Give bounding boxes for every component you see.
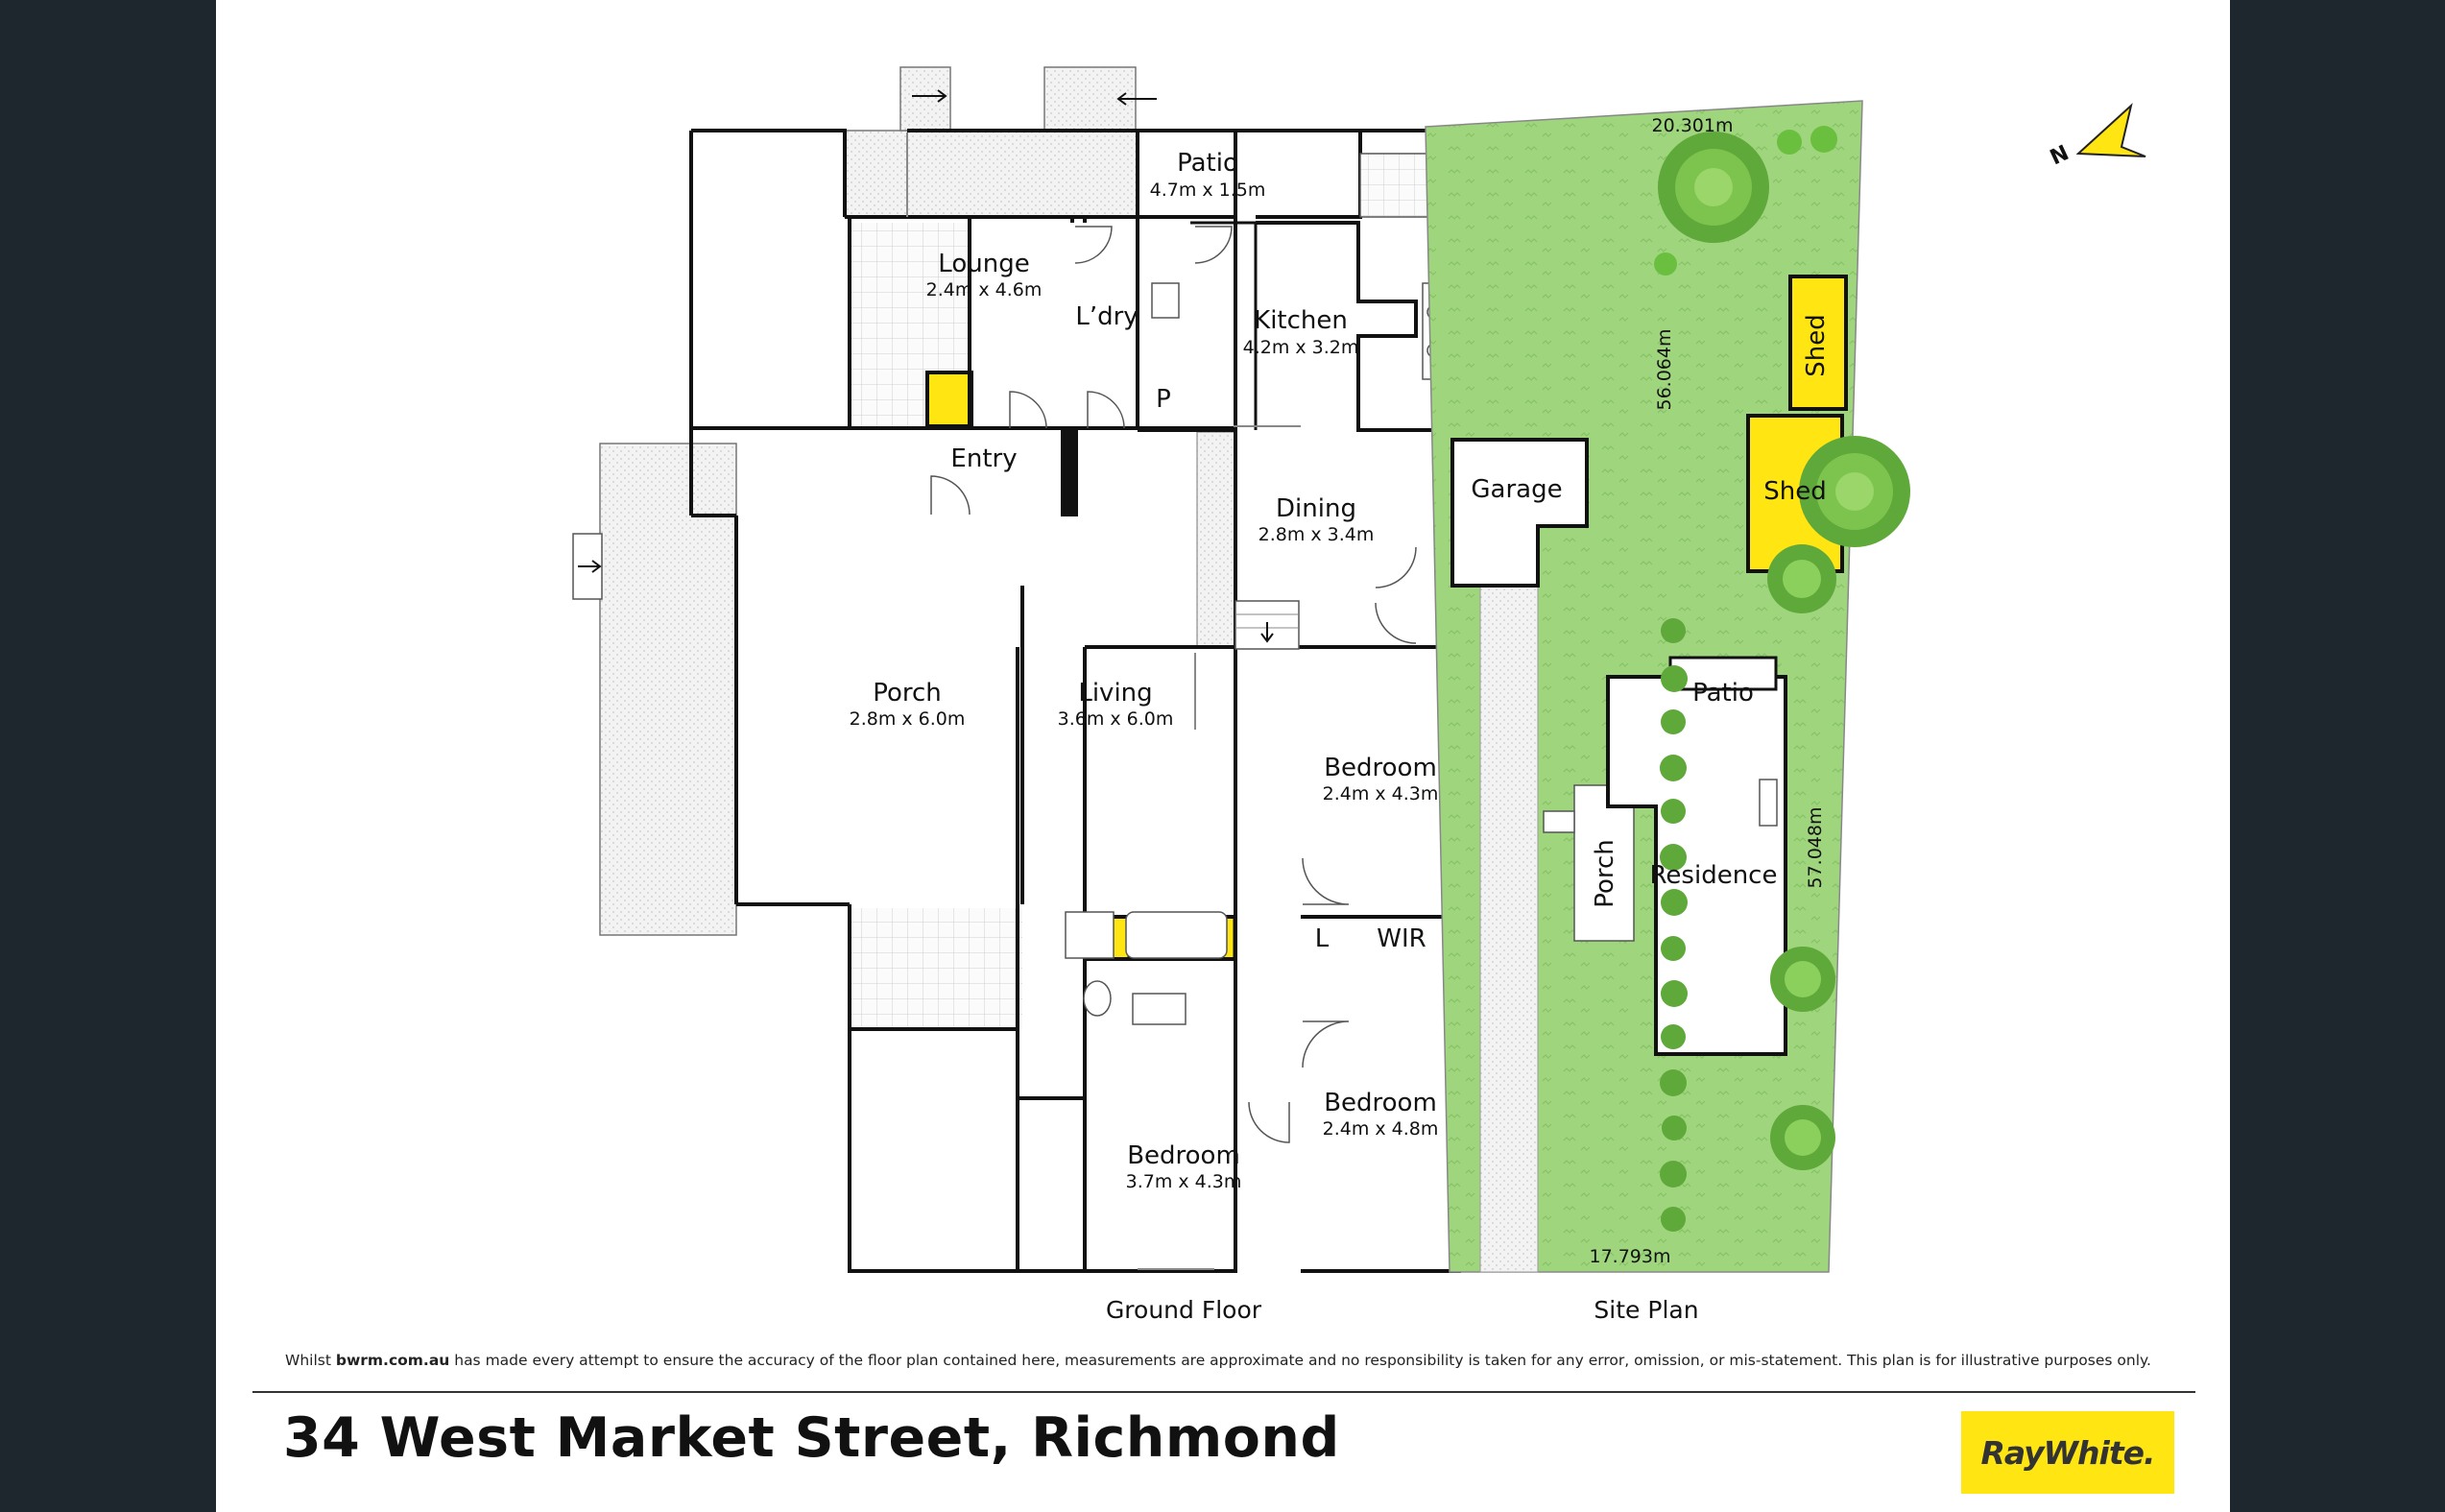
room-label-lounge: Lounge — [938, 250, 1029, 278]
wall-stub — [1061, 430, 1078, 516]
patio-arrow-icon — [912, 89, 947, 103]
site-label-shed: Shed — [1763, 477, 1826, 506]
shower — [1065, 911, 1115, 959]
step-arrow-icon — [1260, 622, 1274, 643]
tree-medium — [1770, 1105, 1835, 1170]
room-dims-patio: 4.7m x 1.5m — [1150, 180, 1266, 201]
compass-icon: N — [2047, 103, 2146, 170]
dining-side-path — [1196, 431, 1236, 648]
kitchen-wall — [1190, 221, 1258, 430]
room-label-bedroom: Bedroom — [1127, 1141, 1240, 1170]
disclaimer-website: bwrm.com.au — [335, 1352, 450, 1369]
room-dims-porch: 2.8m x 6.0m — [850, 708, 966, 730]
disclaimer-text: Whilst — [285, 1352, 336, 1369]
hedge-row — [1660, 618, 1688, 1232]
ground-floor-caption: Ground Floor — [1106, 1296, 1262, 1324]
tree-large — [1658, 132, 1769, 243]
site-dim-left: 56.064m — [1654, 329, 1675, 411]
site-porch-step — [1543, 810, 1575, 833]
room-dims-bedroom: 3.7m x 4.3m — [1126, 1171, 1242, 1192]
site-plan: Garage Shed Shed Patio Porch Residence 2… — [1425, 100, 2146, 1324]
room-label-wir: WIR — [1377, 924, 1426, 953]
garage — [1450, 438, 1589, 588]
bedroom-divider — [1016, 1055, 1087, 1271]
site-label-residence: Residence — [1650, 861, 1778, 890]
tree-large — [1799, 436, 1910, 547]
room-dims-bedroom: 2.4m x 4.3m — [1323, 783, 1439, 804]
room-dims-dining: 2.8m x 3.4m — [1258, 524, 1375, 545]
bedroom-east-walls — [1301, 647, 1461, 1273]
site-plan-caption: Site Plan — [1594, 1296, 1698, 1324]
pantry — [925, 371, 973, 428]
service-walls — [848, 129, 1237, 428]
site-step — [1759, 779, 1778, 827]
residence — [1606, 675, 1787, 1056]
floor-plan-drawing: Patio 4.7m x 1.5m Lounge 2.4m x 4.6m L’d… — [572, 66, 2146, 1324]
brand-logo-text: RayWhite. — [1980, 1433, 2155, 1472]
fixtures — [1065, 153, 1457, 1025]
tree-small — [1810, 126, 1837, 153]
site-dim-bottom: 17.793m — [1590, 1246, 1671, 1267]
room-label-laundry: L’dry — [1075, 302, 1138, 331]
toilet — [1083, 980, 1112, 1017]
misc-walls-2 — [850, 217, 1235, 1273]
site-label-patio: Patio — [1692, 679, 1754, 708]
property-address: 34 West Market Street, Richmond — [283, 1406, 1340, 1470]
disclaimer: Whilst bwrm.com.au has made every attemp… — [285, 1352, 2167, 1369]
room-dims-kitchen: 4.2m x 3.2m — [1243, 337, 1359, 358]
site-porch — [1573, 784, 1635, 942]
entry-walls — [689, 428, 738, 904]
site-label-shed: Shed — [1802, 314, 1831, 376]
living-walls — [736, 215, 1237, 1029]
floor-plan-sheet: Patio 4.7m x 1.5m Lounge 2.4m x 4.6m L’d… — [216, 0, 2230, 1512]
porch-arrow-icon — [578, 560, 602, 573]
room-label-bedroom: Bedroom — [1324, 1089, 1437, 1117]
vanity — [1132, 993, 1187, 1025]
ground-floor-plan: Patio 4.7m x 1.5m Lounge 2.4m x 4.6m L’d… — [572, 66, 1483, 1324]
room-label-porch: Porch — [873, 679, 942, 708]
misc-walls — [1070, 217, 1235, 432]
door-swings — [930, 226, 1417, 1143]
room-label-entry: Entry — [950, 444, 1017, 473]
site-label-porch: Porch — [1591, 839, 1619, 908]
room-label-living: Living — [1078, 679, 1152, 708]
upper-walls — [689, 129, 1237, 647]
patio-area — [844, 130, 1139, 218]
room-label-pantry: P — [1156, 385, 1171, 414]
shed-small — [1788, 275, 1848, 411]
room-label-linen: L — [1315, 924, 1330, 953]
tree-small — [1654, 252, 1677, 276]
site-dim-right: 57.048m — [1805, 807, 1826, 889]
tree-medium — [1767, 544, 1836, 613]
compass-north-label: N — [2047, 141, 2073, 170]
driveway — [1479, 585, 1539, 1273]
room-dims-lounge: 2.4m x 4.6m — [926, 279, 1043, 300]
room-dims-living: 3.6m x 6.0m — [1058, 708, 1174, 730]
patio-arrow-icon — [1116, 92, 1157, 106]
room-label-dining: Dining — [1276, 494, 1356, 523]
site-dim-top: 20.301m — [1652, 115, 1734, 136]
tree-medium — [1770, 947, 1835, 1012]
room-label-kitchen: Kitchen — [1254, 306, 1348, 335]
room-label-bedroom: Bedroom — [1324, 754, 1437, 782]
porch-area — [599, 443, 737, 936]
tree-small — [1777, 130, 1802, 155]
room-dims-bedroom: 2.4m x 4.8m — [1323, 1118, 1439, 1140]
divider — [252, 1391, 2195, 1393]
trees — [1654, 126, 1910, 1232]
disclaimer-text: has made every attempt to ensure the acc… — [449, 1352, 2151, 1369]
bathtub — [1125, 911, 1228, 959]
bathroom-floor — [850, 908, 1022, 1029]
room-label-patio: Patio — [1177, 149, 1238, 178]
brand-logo: RayWhite. — [1961, 1411, 2174, 1494]
laundry-tub — [1151, 282, 1180, 319]
site-label-garage: Garage — [1471, 475, 1562, 504]
